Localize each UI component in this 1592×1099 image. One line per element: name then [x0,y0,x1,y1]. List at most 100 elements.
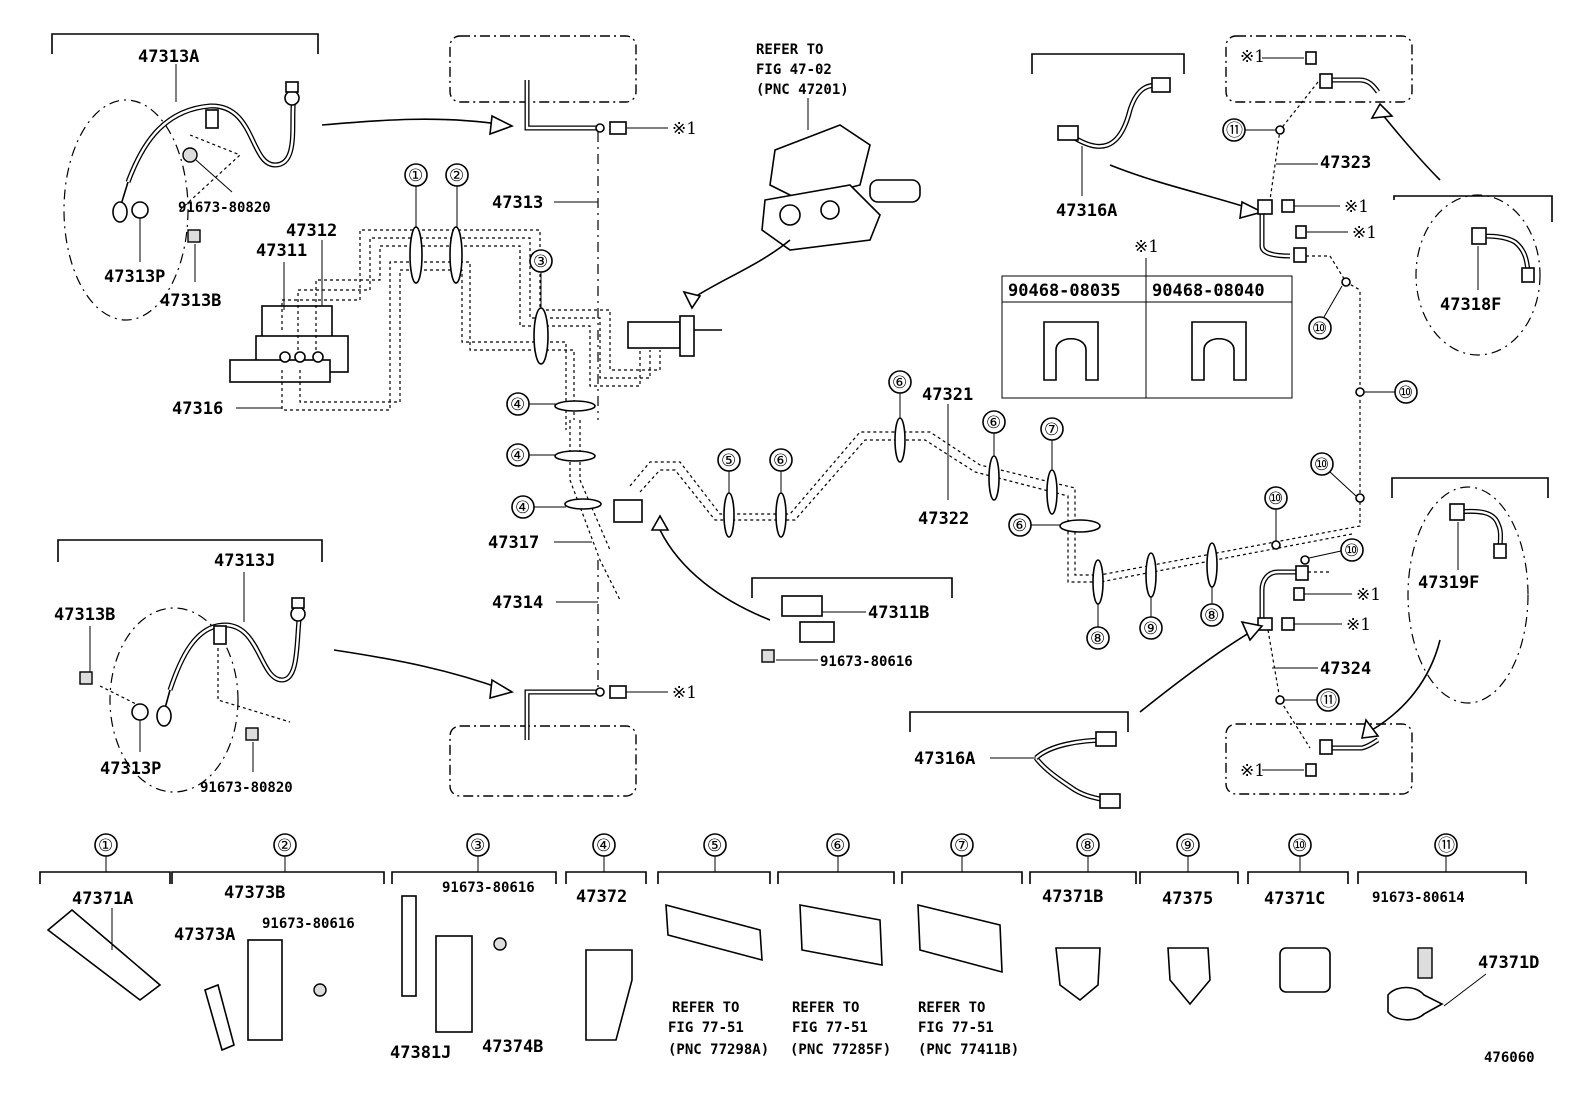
svg-text:REFER TO: REFER TO [792,1000,859,1016]
callout-8b: ⑧ [1204,606,1219,626]
figure-id: 476060 [1484,1050,1535,1066]
svg-text:(PNC 77298A): (PNC 77298A) [668,1042,769,1058]
label-47313J: 47313J [214,551,275,571]
label-47316A-b: 47316A [914,749,975,769]
label-47312: 47312 [286,221,337,241]
label-47313P-b: 47313P [100,759,161,779]
svg-text:①: ① [98,836,113,856]
svg-text:FIG 77-51: FIG 77-51 [792,1020,868,1036]
rear-left-box: ※1 [449,683,697,797]
callout-10d: ⑩ [1268,489,1283,509]
x1-note-b: ※1 [1240,47,1265,67]
label-91673-80820-a: 91673-80820 [178,200,271,216]
clip-note: ※1 [1134,237,1159,257]
label-47319F: 47319F [1418,573,1479,593]
svg-text:⑤: ⑤ [707,836,722,856]
refer-line1: REFER TO [756,42,823,58]
label-47321: 47321 [922,385,973,405]
label-47313B-a: 47313B [160,291,221,311]
svg-text:91673-80616: 91673-80616 [262,916,355,932]
legend-item-7: ⑦ REFER TO FIG 77-51 (PNC 77411B) [901,833,1023,1058]
rear-lines: ⑤ ⑥ ⑥ ⑥ ⑦ ⑥ ⑧ ⑨ ⑧ 47321 47322 [629,290,1361,650]
group-47311B: 47311B 91673-80616 [650,514,953,670]
svg-text:91673-80614: 91673-80614 [1372,890,1465,906]
svg-text:(PNC 77411B): (PNC 77411B) [918,1042,1019,1058]
label-47318F: 47318F [1440,295,1501,315]
center-pipes: ④ ④ ④ 47317 47314 [488,392,643,690]
legend-item-8: ⑧ 47371B [1029,833,1137,1002]
svg-text:47381J: 47381J [390,1043,451,1063]
callout-4c: ④ [515,498,530,518]
svg-text:⑦: ⑦ [954,836,969,856]
label-91673-80820-b: 91673-80820 [200,780,293,796]
label-47317: 47317 [488,533,539,553]
callout-6d: ⑥ [1012,516,1027,536]
label-47314: 47314 [492,593,543,613]
group-47313A: 47313A 91673-80820 47313P 47313B [51,33,515,321]
callout-6a: ⑥ [773,451,788,471]
label-47311B: 47311B [868,603,929,623]
svg-text:⑩: ⑩ [1292,836,1307,856]
legend-item-3: ③ 91673-80616 47381J 47374B [390,833,557,1063]
callout-9: ⑨ [1143,619,1158,639]
legend-item-1: ① 47371A [39,833,171,1002]
label-47313P-a: 47313P [104,267,165,287]
x1-note-e: ※1 [1356,585,1381,605]
svg-text:47374B: 47374B [482,1037,543,1057]
label-47324: 47324 [1320,659,1371,679]
callout-10b: ⑩ [1398,383,1413,403]
label-47316A-a: 47316A [1056,201,1117,221]
legend-item-6: ⑥ REFER TO FIG 77-51 (PNC 77285F) [777,833,895,1058]
label-91673-80616-a: 91673-80616 [820,654,913,670]
label-47311: 47311 [256,241,307,261]
x1-note-a: ※1 [672,119,697,139]
x1-note-d: ※1 [1352,223,1377,243]
svg-text:47371C: 47371C [1264,889,1325,909]
svg-text:47375: 47375 [1162,889,1213,909]
group-rear-right-bottom: ⑩ ※1 ※1 47324 ⑪ ※1 47319F [909,477,1549,809]
svg-text:47371D: 47371D [1478,953,1539,973]
group-47313J: 47313J 47313B 47313P 91673-80820 [54,539,515,796]
svg-text:FIG 77-51: FIG 77-51 [918,1020,994,1036]
callout-11b: ⑪ [1320,691,1337,711]
legend-item-2: ② 47373B 47373A 91673-80616 [171,833,385,1052]
group-rear-right-top: 47316A ※1 ⑪ 47323 ※1 ※1 ⑩ ⑩ [1031,35,1553,550]
svg-text:(PNC 77285F): (PNC 77285F) [790,1042,891,1058]
callout-3: ③ [533,252,548,272]
x1-note-h: ※1 [672,683,697,703]
label-47313A: 47313A [138,47,199,67]
callout-7: ⑦ [1044,420,1059,440]
callout-2: ② [449,166,464,186]
legend-row: ① 47371A ② 47373B 47373A 91673-80616 ③ 9… [39,833,1539,1066]
callout-6c: ⑥ [986,413,1001,433]
callout-8a: ⑧ [1090,629,1105,649]
svg-text:⑥: ⑥ [830,836,845,856]
callout-5: ⑤ [721,451,736,471]
svg-text:47371A: 47371A [72,889,133,909]
master-cylinder: REFER TO FIG 47-02 (PNC 47201) [682,42,921,310]
svg-text:②: ② [277,836,292,856]
legend-item-11: ⑪ 91673-80614 47371D [1357,833,1539,1021]
clip-table: ※1 90468-08035 90468-08040 [1001,237,1293,399]
svg-text:FIG 77-51: FIG 77-51 [668,1020,744,1036]
legend-item-4: ④ 47372 [565,833,647,1041]
callout-4a: ④ [510,395,525,415]
legend-item-5: ⑤ REFER TO FIG 77-51 (PNC 77298A) [657,833,771,1058]
legend-item-10: ⑩ 47371C [1247,833,1349,993]
svg-text:47373A: 47373A [174,925,235,945]
actuator-bundle: 47312 47311 47316 ① ② ③ [172,163,722,430]
refer-line2: FIG 47-02 [756,62,832,78]
svg-text:47371B: 47371B [1042,887,1103,907]
svg-text:⑨: ⑨ [1180,836,1195,856]
svg-text:⑧: ⑧ [1080,836,1095,856]
svg-text:③: ③ [470,836,485,856]
clip-b-part: 90468-08040 [1152,281,1265,301]
label-47313: 47313 [492,193,543,213]
callout-10e: ⑩ [1344,541,1359,561]
legend-item-9: ⑨ 47375 [1139,833,1239,1006]
clip-a-part: 90468-08035 [1008,281,1121,301]
callout-10a: ⑩ [1312,319,1327,339]
callout-6b: ⑥ [892,373,907,393]
